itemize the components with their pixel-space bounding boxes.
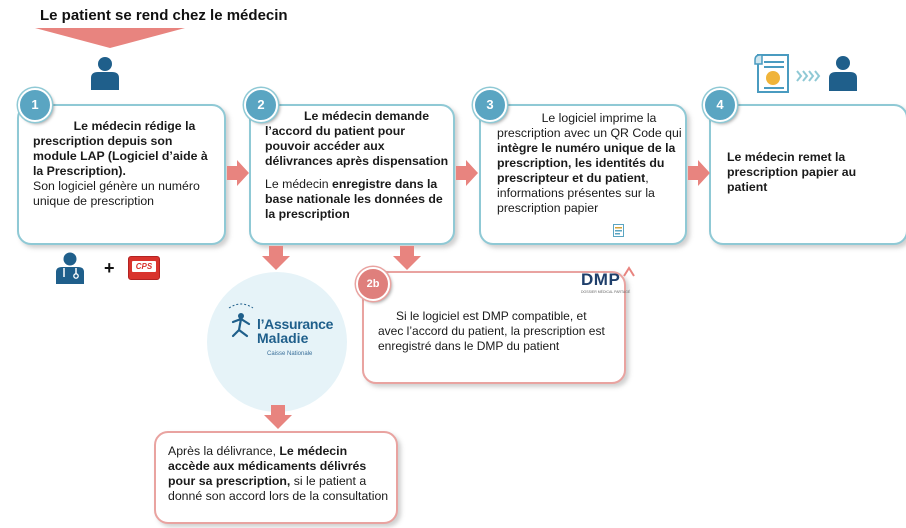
arrow-2-down <box>262 246 290 270</box>
arrow-3-to-4 <box>688 160 710 186</box>
assurance-maladie-name-line1: l’Assurance <box>257 316 334 332</box>
after-delivery-text: Après la délivrance, Le médecin accède a… <box>168 444 389 503</box>
assurance-maladie-subtitle: Caisse Nationale <box>267 351 313 357</box>
step-2-number: 2 <box>244 88 278 122</box>
arrow-2-to-2b <box>393 246 421 270</box>
assurance-maladie-circle: l’Assurance Maladie Caisse Nationale <box>207 272 347 412</box>
after-delivery-box: Après la délivrance, Le médecin accède a… <box>154 431 398 524</box>
arrow-2-to-3 <box>456 160 478 186</box>
plus-sign: + <box>104 258 115 278</box>
cps-card-icon: CPS <box>128 256 160 280</box>
step-4-box: Le médecin remet la prescription papier … <box>709 104 906 245</box>
step-1-number: 1 <box>18 88 52 122</box>
arrow-1-to-2 <box>227 160 249 186</box>
patient-receiving-icon <box>829 56 857 91</box>
step-3-number: 3 <box>473 88 507 122</box>
step-4-text: Le médecin remet la prescription papier … <box>727 150 857 194</box>
step-2b-box: Si le logiciel est DMP compatible, et av… <box>362 271 626 384</box>
patient-icon <box>91 57 119 90</box>
doctor-icon <box>56 252 84 284</box>
qr-prescription-icon <box>613 224 624 237</box>
step-4-number: 4 <box>703 88 737 122</box>
cps-label: CPS <box>132 261 156 272</box>
dmp-logo: DMP <box>581 270 621 289</box>
step-2b-text: Si le logiciel est DMP compatible, et av… <box>378 309 605 353</box>
prescription-paper-icon <box>754 54 789 93</box>
chevrons-icon <box>796 70 821 82</box>
top-pointer <box>35 28 185 48</box>
assurance-maladie-name-line2: Maladie <box>257 330 309 346</box>
diagram-title: Le patient se rend chez le médecin <box>40 7 288 24</box>
dmp-logo-subtitle: DOSSIER MÉDICAL PARTAGÉ <box>581 290 631 294</box>
arrow-circle-down <box>264 405 292 429</box>
step-2b-number: 2b <box>356 267 390 301</box>
assurance-maladie-emblem <box>228 303 254 338</box>
dmp-logo-mark <box>623 266 635 277</box>
